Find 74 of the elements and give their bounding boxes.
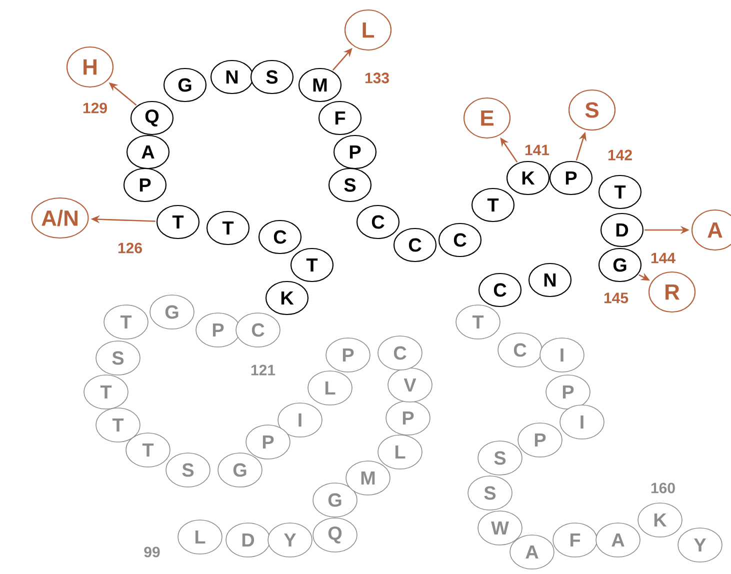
residue-number: 121 [251,364,276,376]
residue-number: 129 [83,102,107,114]
residue-bead: P [518,422,562,458]
residue-bead: P [386,400,430,436]
residue-bead: T [456,304,500,340]
residue-bead: G [163,68,207,102]
residue-bead: L [178,520,222,554]
residue-bead: C [236,312,280,348]
residue-bead: V [388,368,432,402]
residue-bead: A [596,522,640,558]
residue-bead: A [510,534,554,570]
residue-bead: T [206,210,250,246]
residue-bead: T [290,248,334,282]
residue-number: 145 [604,292,628,304]
residue-bead: T [471,188,515,222]
residue-bead: I [278,402,322,438]
residue-number: 126 [118,242,142,254]
residue-bead: Q [312,518,358,552]
residue-bead: F [318,100,362,136]
residue-bead: T [126,432,170,468]
residue-number: 141 [525,144,550,156]
residue-number: 142 [608,150,632,160]
residue-bead: C [498,332,542,368]
residue-bead: G [598,248,642,282]
residue-bead: I [560,404,604,440]
residue-bead: K [506,160,550,196]
residue-bead: I [540,338,584,372]
residue-bead: L [378,434,422,470]
residue-bead: P [326,338,370,372]
residue-bead: Y [678,528,722,562]
residue-bead: S [468,476,512,510]
residue-bead: C [258,220,302,254]
residue-bead: C [356,204,400,240]
residue-bead: D [600,212,644,248]
residue-bead: C [393,228,437,262]
residue-bead: S [328,168,372,202]
residue-bead: N [528,262,572,298]
residue-bead: P [549,160,593,196]
residue-bead: W [478,510,522,546]
residue-bead: T [598,174,642,210]
residue-bead: S [96,340,140,376]
residue-bead: T [84,374,128,410]
residue-bead: S [166,452,210,488]
residue-bead: P [196,312,240,348]
residue-bead: F [552,522,598,558]
residue-bead: K [265,280,309,316]
residue-bead: P [333,134,377,170]
residue-bead: D [226,522,270,558]
residue-bead: K [638,502,682,538]
residue-bead: M [346,460,390,496]
residue-bead: G [218,452,262,488]
residue-number: 133 [365,72,389,84]
residue-bead: L [308,370,352,406]
residue-bead: M [298,68,342,102]
residue-bead: G [150,294,194,330]
residue-bead: C [478,272,522,308]
residue-bead: G [312,482,358,518]
residue-bead: T [96,408,140,442]
residue-bead: T [104,304,148,340]
residue-bead: S [478,440,522,476]
residue-bead: C [378,336,422,370]
residue-number: 160 [651,482,675,494]
residue-number: 144 [651,252,676,264]
residue-bead: Y [268,522,312,558]
residue-bead: A [126,134,170,170]
residue-bead: C [438,222,482,258]
residue-bead: T [156,204,200,240]
residue-bead: Q [130,100,174,136]
residue-bead: P [123,168,167,202]
residue-number: 99 [144,546,160,558]
residue-bead: N [210,60,254,94]
residue-bead: S [250,60,294,94]
residue-bead: P [246,424,290,460]
residue-bead: P [546,374,590,410]
